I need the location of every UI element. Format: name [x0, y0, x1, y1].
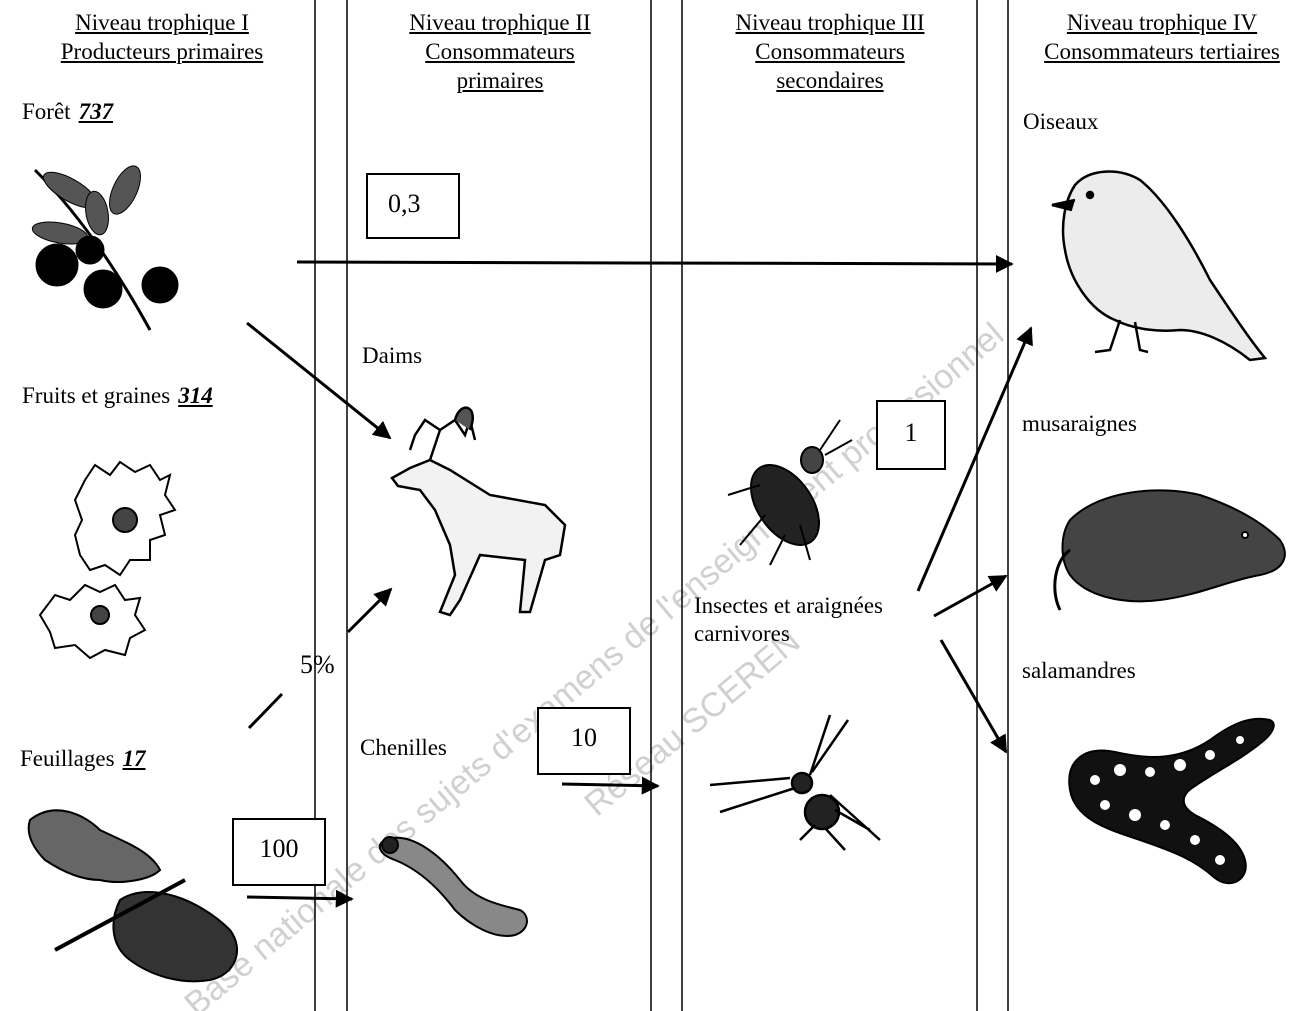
producer-foret-label: Forêt	[22, 99, 71, 124]
deer-illustration	[392, 408, 565, 615]
caterpillar-illustration	[380, 837, 527, 936]
value-box-1: 1	[876, 400, 946, 470]
arrow-forest-to-deer	[247, 323, 390, 438]
producer-feuillages: Feuillages 17	[20, 745, 146, 773]
value-box-10: 10	[537, 707, 631, 775]
value-box-0-3: 0,3	[366, 173, 460, 239]
header-level-3-line3: secondaires	[680, 66, 980, 95]
label-daims: Daims	[362, 342, 422, 370]
header-level-3-line1: Niveau trophique III	[680, 8, 980, 37]
header-level-1-line1: Niveau trophique I	[2, 8, 322, 37]
arrow-forest-to-birds	[297, 262, 1012, 264]
header-level-2: Niveau trophique II Consommateurs primai…	[345, 8, 655, 95]
header-level-4: Niveau trophique IV Consommateurs tertia…	[1012, 8, 1312, 66]
salamander-illustration	[1069, 719, 1273, 883]
label-insectes: Insectes et araignées carnivores	[694, 592, 883, 648]
acorn-branch-illustration	[31, 161, 178, 330]
header-level-1: Niveau trophique I Producteurs primaires	[2, 8, 322, 66]
bird-illustration	[1052, 172, 1265, 360]
spider-illustration	[710, 715, 880, 850]
label-chenilles: Chenilles	[360, 734, 447, 762]
value-percent: 5%	[300, 650, 335, 680]
producer-fruits-label: Fruits et graines	[22, 383, 170, 408]
arrow-fruits-stub	[249, 694, 282, 728]
label-insectes-line2: carnivores	[694, 620, 883, 648]
label-insectes-line1: Insectes et araignées	[694, 592, 883, 620]
producer-feuillages-value: 17	[123, 746, 146, 771]
arrow-insects-to-shrews	[934, 576, 1006, 616]
producer-fruits-value: 314	[178, 383, 213, 408]
label-musaraignes: musaraignes	[1022, 410, 1137, 438]
label-salamandres: salamandres	[1022, 657, 1136, 685]
header-level-3-line2: Consommateurs	[680, 37, 980, 66]
arrow-insects-to-salamanders	[941, 640, 1006, 752]
arrow-fruits-to-deer	[348, 589, 391, 632]
header-level-3: Niveau trophique III Consommateurs secon…	[680, 8, 980, 95]
producer-feuillages-label: Feuillages	[20, 746, 115, 771]
header-level-4-line1: Niveau trophique IV	[1012, 8, 1312, 37]
header-level-4-line2: Consommateurs tertiaires	[1012, 37, 1312, 66]
value-box-100: 100	[232, 818, 326, 886]
producer-fruits: Fruits et graines 314	[22, 382, 213, 410]
chestnut-illustration	[40, 462, 175, 658]
header-level-2-line3: primaires	[345, 66, 655, 95]
arrow-caterpillars-to-insects	[562, 784, 658, 786]
shrew-illustration	[1055, 490, 1285, 610]
beetle-illustration	[728, 420, 852, 565]
producer-foret: Forêt 737	[22, 98, 113, 126]
label-oiseaux: Oiseaux	[1023, 108, 1098, 136]
arrow-leaves-to-caterpillars	[247, 897, 352, 899]
header-level-1-line2: Producteurs primaires	[2, 37, 322, 66]
producer-foret-value: 737	[79, 99, 114, 124]
header-level-2-line1: Niveau trophique II	[345, 8, 655, 37]
oak-leaf-illustration	[29, 810, 237, 981]
header-level-2-line2: Consommateurs	[345, 37, 655, 66]
